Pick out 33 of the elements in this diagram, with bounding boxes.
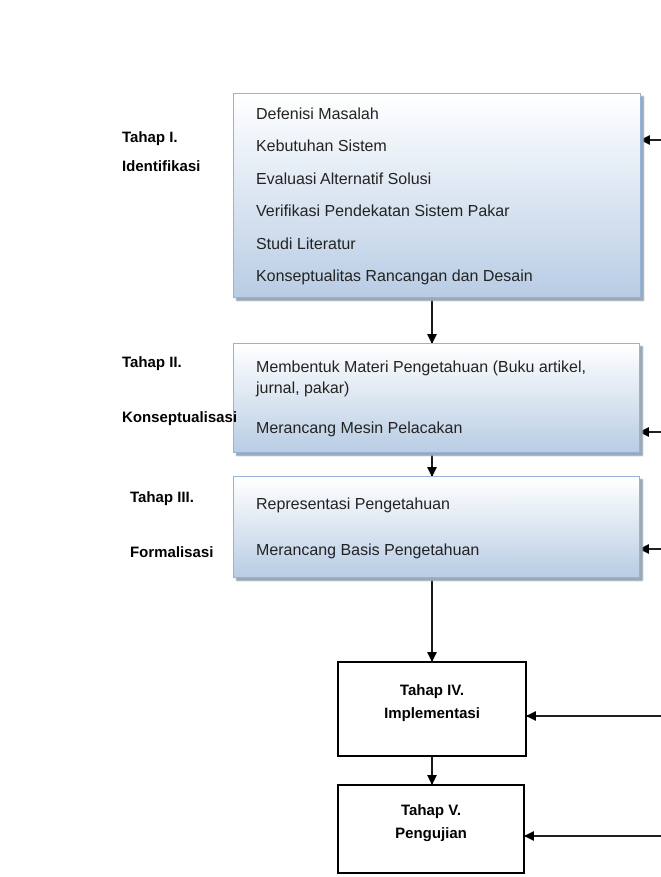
step-text: Representasi Pengetahuan [256,494,451,514]
arrow [427,757,437,785]
stage-title: Tahap IV. [400,681,464,701]
stage-label: Konseptualisasi [122,408,238,428]
stage-label: Formalisasi [130,543,214,563]
process-box [233,93,641,298]
stage-title: Pengujian [395,824,467,844]
step-text: Konseptualitas Rancangan dan Desain [256,267,534,288]
stage-title: Tahap V. [400,801,462,821]
process-box [337,784,525,874]
arrow [427,453,437,477]
step-text: Merancang Mesin Pelacakan [256,418,464,439]
stage-label: Tahap III. [130,488,194,508]
step-text: Evaluasi Alternatif Solusi [256,170,432,190]
stage-label: Identifikasi [122,157,200,177]
step-text: Membentuk Materi Pengetahuan (Buku artikel, jurnal, pakar) [256,358,587,400]
arrow [639,544,661,554]
step-text: Verifikasi Pendekatan Sistem Pakar [256,202,510,222]
arrow [526,711,661,721]
arrow [524,831,661,841]
arrow [427,298,437,344]
arrow [427,578,437,662]
arrow [640,135,661,145]
step-text: Merancang Basis Pengetahuan [256,540,480,560]
process-box [233,476,640,578]
process-box [337,661,527,757]
arrow [639,427,661,437]
step-text: Defenisi Masalah [256,104,380,125]
step-text: Studi Literatur [256,234,357,255]
stage-label: Tahap I. [122,128,178,148]
stage-title: Implementasi [384,704,480,724]
step-text: Kebutuhan Sistem [256,137,388,158]
stage-label: Tahap II. [122,353,182,373]
